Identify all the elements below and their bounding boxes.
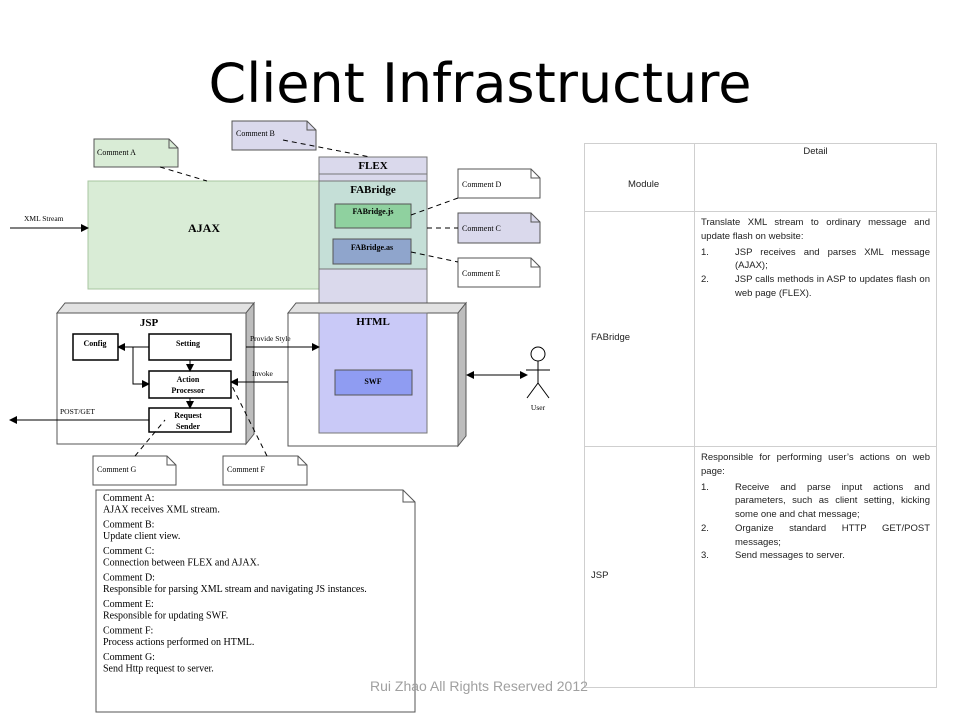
detail-intro: Translate XML stream to ordinary message…	[701, 217, 930, 242]
list-item: 2. Organize standard HTTP GET/POST messag…	[701, 522, 930, 550]
fabridge-as-box	[332, 238, 412, 265]
list-text: JSP calls methods in ASP to updates flas…	[735, 274, 930, 299]
comment-d-label: Comment D	[462, 180, 502, 189]
setting-label: Setting	[176, 339, 200, 348]
jsp-label: JSP	[140, 317, 159, 329]
list-item: 3. Send messages to server.	[701, 549, 930, 563]
detail-list: 1. Receive and parse input actions and pa…	[701, 481, 930, 564]
list-text: JSP receives and parses XML message (AJA…	[735, 246, 930, 272]
column-header-module: Module	[584, 143, 695, 212]
module-cell: JSP	[584, 446, 695, 688]
column-header-detail: Detail	[694, 143, 937, 212]
comment-f-note: Comment F	[222, 455, 308, 486]
request-sender-box	[148, 407, 232, 433]
provide-style-label: Provide Style	[250, 334, 291, 343]
notes-line: Comment G:	[103, 652, 155, 663]
detail-list: 1. JSP receives and parses XML message (A…	[701, 246, 930, 301]
slide-title: Client Infrastructure	[208, 52, 752, 115]
config-to-action-arrow	[132, 347, 150, 388]
slide-footer: Rui Zhao All Rights Reserved 2012	[370, 678, 588, 694]
table-header-row: Module Detail	[584, 143, 937, 212]
comment-c-note: Comment C	[457, 212, 541, 244]
notes-line: Comment A:	[103, 493, 154, 504]
comment-d-note: Comment D	[457, 168, 541, 199]
list-text: Send messages to server.	[735, 550, 845, 562]
notes-line: Comment D:	[103, 573, 155, 584]
xml-stream-label: XML Stream	[24, 214, 64, 223]
module-cell: FABridge	[584, 211, 695, 447]
config-label: Config	[83, 339, 106, 348]
fabridge-js-box	[334, 203, 412, 229]
list-number: 1.	[701, 246, 709, 258]
list-item: 2. JSP calls methods in ASP to updates fl…	[701, 273, 930, 301]
comment-a-note: Comment A	[93, 138, 179, 168]
comment-g-label: Comment G	[97, 465, 137, 474]
jsp-box-top	[55, 302, 256, 314]
list-number: 3.	[701, 550, 709, 562]
detail-cell: Responsible for performing user’s action…	[694, 446, 937, 688]
notes-line: Send Http request to server.	[103, 663, 214, 674]
comment-a-label: Comment A	[97, 148, 136, 157]
notes-line: Connection between FLEX and AJAX.	[103, 557, 259, 568]
request-sender-label-1: Request	[174, 411, 202, 420]
notes-line: Comment E:	[103, 599, 154, 610]
comment-e-note: Comment E	[457, 257, 541, 288]
comment-c-label: Comment C	[462, 224, 501, 233]
list-number: 1.	[701, 481, 709, 493]
list-text: Organize standard HTTP GET/POST messages…	[735, 522, 930, 548]
comment-b-label: Comment B	[236, 129, 275, 138]
request-sender-label-2: Sender	[176, 422, 200, 431]
list-item: 1. JSP receives and parses XML message (A…	[701, 246, 930, 274]
table-row: FABridge Translate XML stream to ordinar…	[584, 211, 937, 447]
user-actor-icon	[526, 346, 550, 399]
fabridge-as-label: FABridge.as	[351, 243, 393, 252]
comment-g-note: Comment G	[92, 455, 177, 486]
html-box-side	[457, 301, 467, 448]
list-text: Receive and parse input actions and para…	[735, 481, 930, 521]
setting-box	[148, 333, 232, 361]
list-item: 1. Receive and parse input actions and pa…	[701, 481, 930, 522]
invoke-label: Invoke	[252, 369, 273, 378]
notes-line: Process actions performed on HTML.	[103, 637, 254, 648]
detail-cell: Translate XML stream to ordinary message…	[694, 211, 937, 447]
notes-text: Comment A:AJAX receives XML stream. Comme…	[103, 493, 367, 674]
notes-line: AJAX receives XML stream.	[103, 504, 220, 515]
list-number: 2.	[701, 522, 709, 534]
action-processor-label-2: Processor	[171, 386, 205, 395]
ajax-box	[87, 180, 321, 290]
swf-box	[334, 369, 413, 396]
module-detail-table: Module Detail FABridge Translate XML str…	[584, 143, 937, 688]
flex-label: FLEX	[358, 160, 387, 172]
comment-b-note: Comment B	[231, 120, 317, 151]
action-processor-label-1: Action	[177, 375, 200, 384]
notes-line: Responsible for updating SWF.	[103, 610, 228, 621]
table-row: JSP Responsible for performing user’s ac…	[584, 446, 937, 688]
notes-line: Comment F:	[103, 626, 153, 637]
swf-label: SWF	[364, 377, 381, 386]
notes-line: Update client view.	[103, 531, 180, 542]
comment-connectors	[134, 139, 459, 457]
comment-f-label: Comment F	[227, 465, 266, 474]
html-box-top	[286, 302, 468, 314]
list-number: 2.	[701, 274, 709, 286]
fabridge-js-label: FABridge.js	[353, 207, 394, 216]
user-label: User	[531, 403, 546, 412]
notes-line: Comment B:	[103, 520, 154, 531]
html-label: HTML	[356, 316, 390, 328]
detail-intro: Responsible for performing user’s action…	[701, 452, 930, 477]
comment-e-label: Comment E	[462, 269, 501, 278]
notes-line: Responsible for parsing XML stream and n…	[103, 584, 367, 595]
notes-box	[95, 489, 416, 713]
fabridge-label: FABridge	[350, 184, 396, 196]
notes-line: Comment C:	[103, 546, 154, 557]
ajax-label: AJAX	[188, 221, 220, 235]
post-get-label: POST/GET	[60, 407, 95, 416]
